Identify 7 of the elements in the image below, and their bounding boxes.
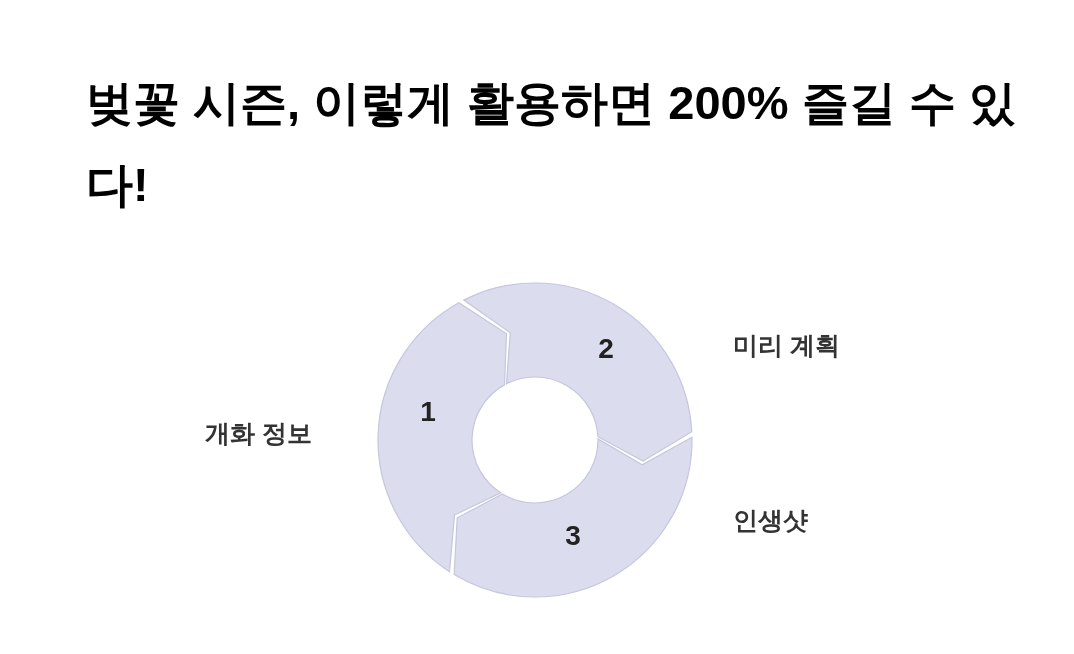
step-number: 3 [565, 520, 581, 552]
step-label: 개화 정보 [205, 417, 312, 449]
title: 벚꽃 시즌, 이렇게 활용하면 200% 즐길 수 있다! [86, 75, 1017, 213]
step-label: 미리 계획 [733, 329, 840, 361]
step-number: 1 [420, 396, 436, 428]
step-number: 2 [598, 333, 614, 365]
step-label: 인생샷 [733, 504, 808, 536]
